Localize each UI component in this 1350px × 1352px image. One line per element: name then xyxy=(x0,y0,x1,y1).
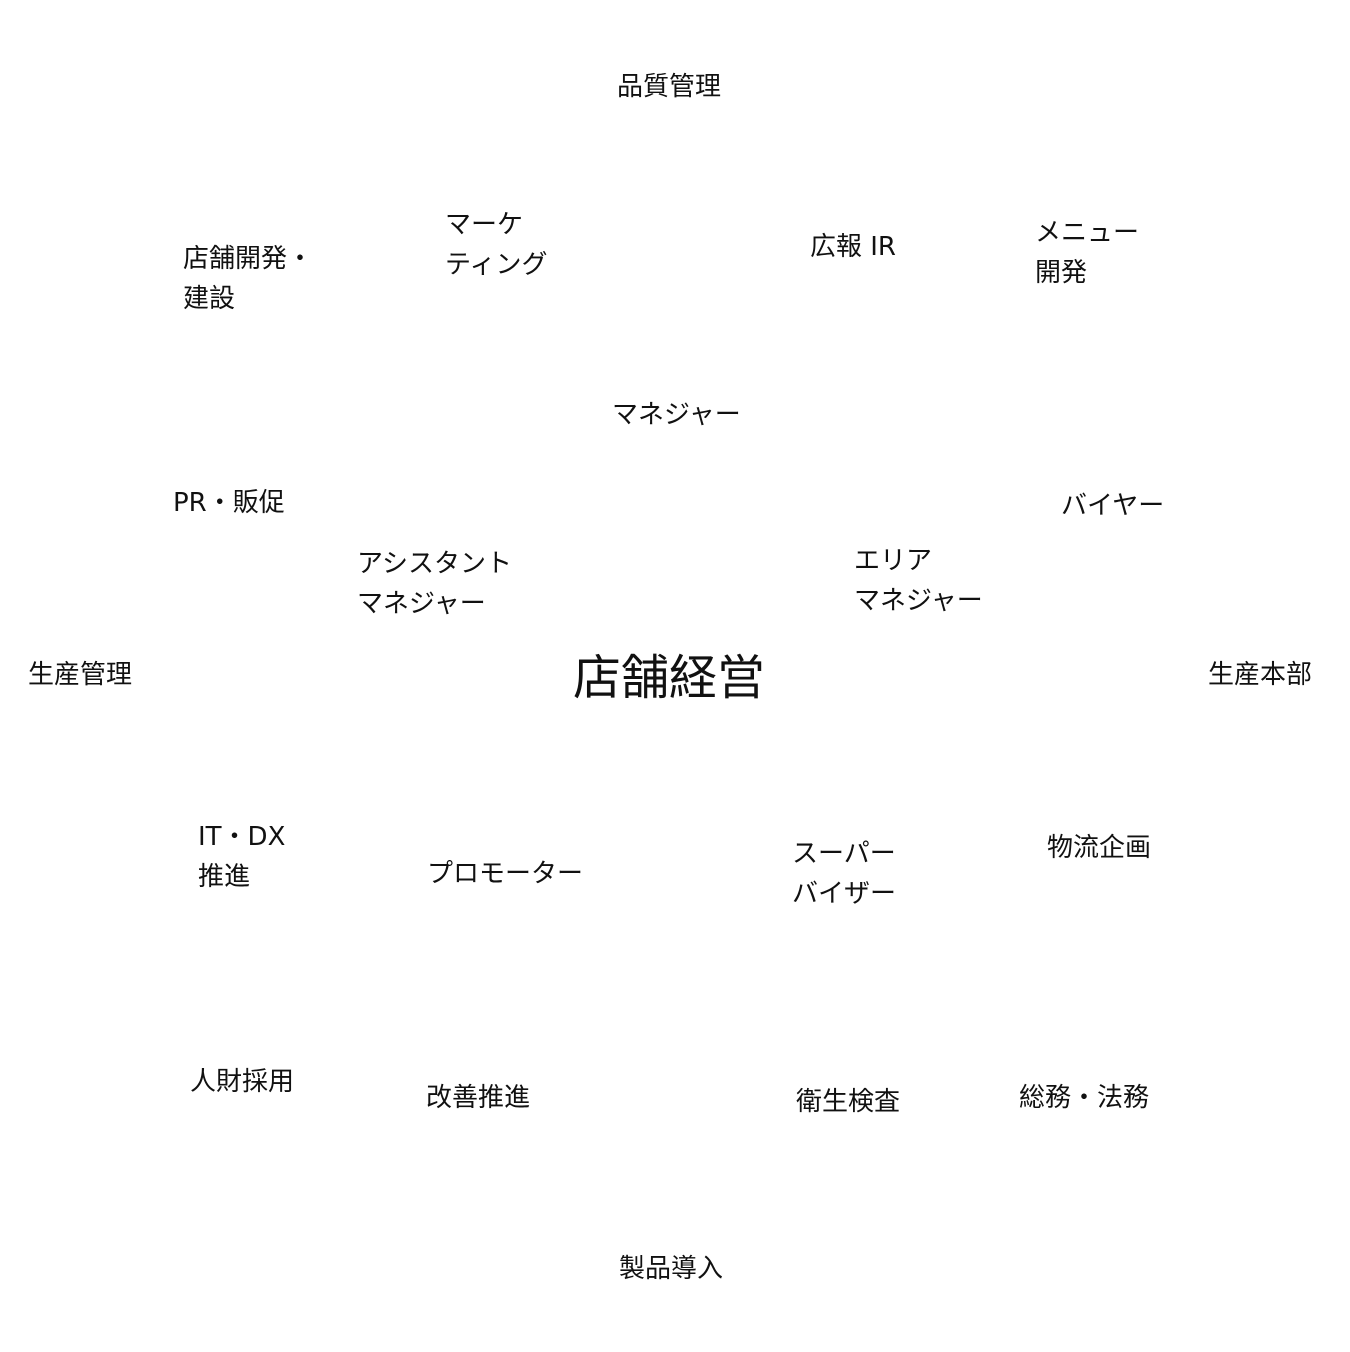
node-manager: マネジャー xyxy=(612,395,741,435)
node-marketing: マーケ ティング xyxy=(445,205,547,285)
node-it-dx-promotion: IT・DX 推進 xyxy=(198,817,285,897)
node-line: 生産管理 xyxy=(28,660,133,690)
node-line: メニュー xyxy=(1035,218,1140,248)
node-line: バイザー xyxy=(792,879,897,909)
node-production-management: 生産管理 xyxy=(28,655,132,695)
node-pr-ir: 広報 IR xyxy=(810,227,896,267)
node-assistant-manager: アシスタント マネジャー xyxy=(357,544,512,624)
node-line: バイヤー xyxy=(1061,491,1165,521)
node-production-headquarters: 生産本部 xyxy=(1208,655,1312,695)
node-supervisor: スーパー バイザー xyxy=(792,834,896,914)
node-pr-promotion: PR・販促 xyxy=(173,483,285,523)
node-line: 総務・法務 xyxy=(1019,1083,1150,1113)
node-line: 店舗開発・ xyxy=(183,244,314,274)
node-line: 衛生検査 xyxy=(796,1087,901,1117)
node-line: ティング xyxy=(445,250,548,280)
node-line: 生産本部 xyxy=(1208,660,1313,690)
node-line: スーパー xyxy=(792,839,896,869)
node-area-manager: エリア マネジャー xyxy=(854,541,983,621)
node-line: 建設 xyxy=(183,284,236,314)
node-line: 開発 xyxy=(1035,258,1088,288)
node-line: プロモーター xyxy=(427,859,584,889)
node-buyer: バイヤー xyxy=(1061,486,1164,526)
center-label-text: 店舗経営 xyxy=(573,650,766,706)
node-line: 広報 IR xyxy=(810,232,896,262)
node-line: 品質管理 xyxy=(617,72,722,102)
node-logistics-planning: 物流企画 xyxy=(1047,828,1151,868)
node-menu-development: メニュー 開発 xyxy=(1035,213,1139,293)
node-line: アシスタント xyxy=(357,549,512,579)
node-general-affairs-legal: 総務・法務 xyxy=(1019,1078,1149,1118)
node-line: マネジャー xyxy=(612,400,741,430)
node-improvement-promotion: 改善推進 xyxy=(426,1078,530,1118)
node-line: PR・販促 xyxy=(173,488,285,518)
node-line: エリア xyxy=(854,546,933,576)
node-line: IT・DX xyxy=(198,822,286,852)
node-line: マネジャー xyxy=(854,586,983,616)
node-store-development: 店舗開発・ 建設 xyxy=(183,239,313,319)
node-human-resources-recruiting: 人財採用 xyxy=(190,1062,294,1102)
node-promoter: プロモーター xyxy=(427,854,583,894)
node-line: 推進 xyxy=(198,862,251,892)
node-line: 物流企画 xyxy=(1047,833,1152,863)
node-line: 製品導入 xyxy=(619,1254,724,1284)
node-line: マーケ xyxy=(445,210,524,240)
center-label-store-management: 店舗経営 xyxy=(573,648,765,708)
node-line: 人財採用 xyxy=(190,1067,295,1097)
node-line: 改善推進 xyxy=(426,1083,531,1113)
node-hygiene-inspection: 衛生検査 xyxy=(796,1082,900,1122)
node-line: マネジャー xyxy=(357,589,486,619)
node-quality-control: 品質管理 xyxy=(617,67,721,107)
node-product-introduction: 製品導入 xyxy=(619,1249,723,1289)
